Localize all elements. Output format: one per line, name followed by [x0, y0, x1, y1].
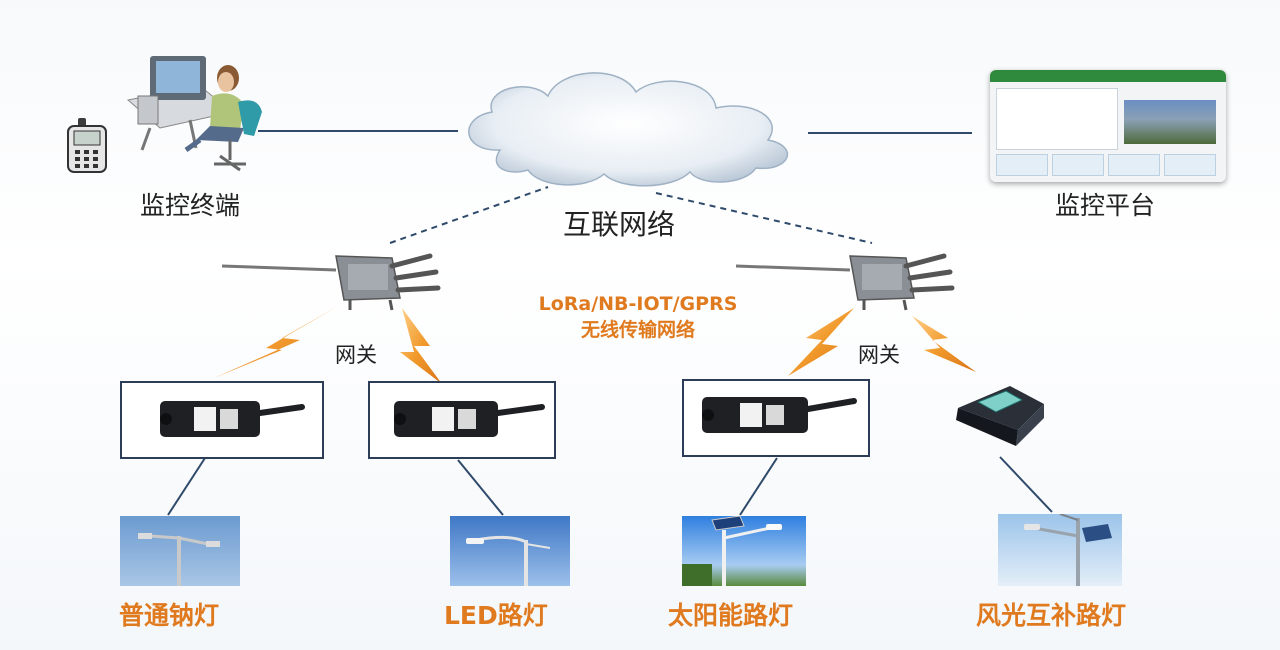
lamp-photo-solar [682, 516, 806, 586]
lightning-icon [912, 316, 976, 372]
screen-title-bar [990, 70, 1226, 82]
street-lamp-icon [466, 535, 551, 586]
controller-module-icon [702, 397, 857, 433]
gateway-icon [221, 253, 441, 311]
lamp-photo-led [450, 516, 570, 586]
monitor-platform-label: 监控平台 [1055, 191, 1156, 220]
cloud-icon [468, 72, 789, 187]
link-module3-lamp3 [739, 457, 778, 516]
lamp-label-led: LED路灯 [444, 601, 548, 630]
lightning-icon [214, 306, 338, 378]
controller-module-icon [394, 401, 545, 437]
wireless-protocols: LoRa/NB-IOT/GPRS [538, 293, 738, 315]
controller-module-icon [160, 401, 305, 437]
mobile-phone-icon [67, 118, 107, 173]
wireless-network-label: LoRa/NB-IOT/GPRS 无线传输网络 [518, 291, 758, 343]
connection-lines [167, 130, 1053, 516]
street-lamp-icon [682, 516, 782, 586]
gateway-left-label: 网关 [335, 343, 377, 367]
lamp-label-wind-solar: 风光互补路灯 [976, 601, 1127, 630]
monitor-terminal-label: 监控终端 [140, 191, 241, 220]
screen-panel [996, 88, 1118, 150]
street-lamp-icon [1024, 514, 1112, 586]
gateway-icon [735, 253, 955, 311]
screen-photo [1124, 100, 1216, 144]
lightning-icon [788, 308, 854, 376]
link-module2-lamp2 [457, 459, 504, 516]
lightning-icon [400, 308, 442, 384]
lamp-photo-sodium [120, 516, 240, 586]
platform-screen [990, 70, 1226, 182]
screen-tile [1052, 154, 1104, 176]
link-controller-lamp4 [999, 456, 1053, 513]
lamp-label-sodium: 普通钠灯 [119, 601, 220, 630]
controller-module-box [368, 381, 556, 459]
controller-module-box [120, 381, 324, 459]
screen-tile [996, 154, 1048, 176]
wireless-network-name: 无线传输网络 [580, 319, 695, 341]
link-gateway-left-cloud [389, 186, 549, 244]
lamp-photo-wind-solar [998, 514, 1122, 586]
gateway-right-label: 网关 [858, 343, 900, 367]
lamp-label-solar: 太阳能路灯 [668, 601, 794, 630]
controller-module-box [682, 379, 870, 457]
street-lamp-icon [138, 533, 220, 586]
internet-label: 互联网络 [563, 208, 676, 241]
solar-controller-icon [956, 386, 1044, 446]
screen-tile [1108, 154, 1160, 176]
screen-tile [1164, 154, 1216, 176]
link-gateway-right-cloud [655, 192, 873, 244]
computer-user-icon [126, 56, 262, 172]
link-module1-lamp1 [167, 457, 206, 516]
